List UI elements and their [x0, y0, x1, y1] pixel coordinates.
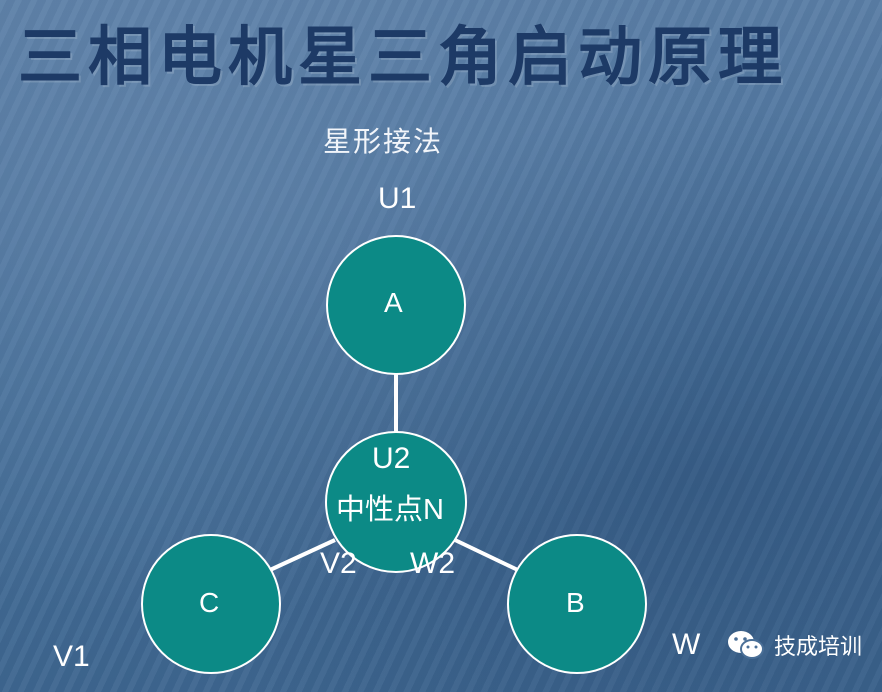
connection-type-label: 星形接法: [323, 125, 444, 158]
terminal-u2-label: U2: [372, 442, 411, 475]
node-c-label: C: [199, 587, 220, 618]
watermark-text: 技成培训: [773, 635, 862, 660]
winding-a-node: [326, 235, 466, 375]
node-b-label: B: [566, 587, 585, 618]
winding-c-node: [141, 534, 281, 674]
terminal-u1-label: U1: [378, 182, 417, 215]
neutral-point-node: [325, 431, 467, 573]
neutral-point-label: 中性点N: [336, 494, 444, 526]
terminal-v2-label: V2: [320, 547, 357, 580]
watermark: 技成培训: [726, 628, 862, 662]
wire-c-neutral: [269, 538, 336, 572]
wire-b-neutral: [454, 538, 523, 574]
terminal-w1-label: W: [672, 628, 701, 661]
terminal-v1-label: V1: [53, 640, 90, 673]
slide-title: 三相电机星三角启动原理: [18, 20, 788, 95]
winding-b-node: [507, 534, 647, 674]
terminal-w2-label: W2: [410, 547, 455, 580]
wechat-icon: [727, 631, 764, 659]
node-a-label: A: [384, 287, 403, 318]
